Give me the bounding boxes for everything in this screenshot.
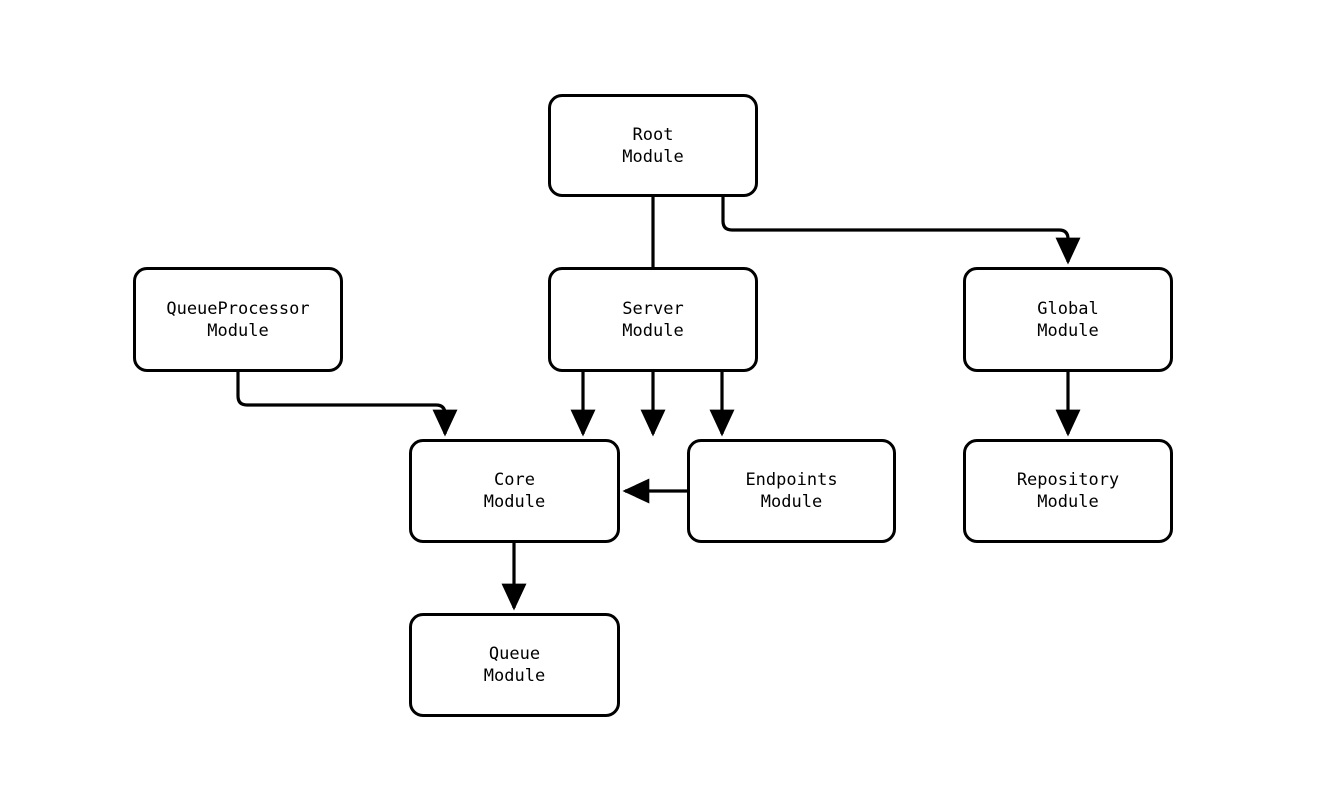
node-label-line2: Module [1037,320,1099,341]
node-queue-module[interactable]: Queue Module [409,613,620,717]
node-label-line2: Module [1037,492,1099,512]
node-label-line2: Module [483,492,546,512]
node-core-module[interactable]: Core Module [409,439,620,543]
node-global-module[interactable]: Global Module [963,267,1173,372]
node-label-line1: Server [622,298,684,319]
edge-root-to-global [721,197,1081,265]
node-label-line1: Global [1037,298,1099,319]
edge-queueprocessor-to-core [236,372,458,437]
node-label-line1: Endpoints [745,470,838,490]
node-label-line1: Repository [1016,470,1120,490]
node-label-line1: Core [494,470,535,490]
node-repository-module[interactable]: Repository Module [963,439,1173,543]
node-label-line2: Module [483,666,546,686]
node-label-line2: Module [622,320,684,341]
node-label-line1: Root [632,124,674,145]
node-label-line2: Module [622,146,684,167]
node-queueprocessor-module[interactable]: QueueProcessor Module [133,267,343,372]
node-label-line1: QueueProcessor [166,298,310,319]
node-endpoints-module[interactable]: Endpoints Module [687,439,896,543]
node-server-module[interactable]: Server Module [548,267,758,372]
node-root-module[interactable]: Root Module [548,94,758,197]
node-label-line2: Module [760,492,823,512]
node-label-line1: Queue [488,644,541,664]
node-label-line2: Module [207,320,269,341]
